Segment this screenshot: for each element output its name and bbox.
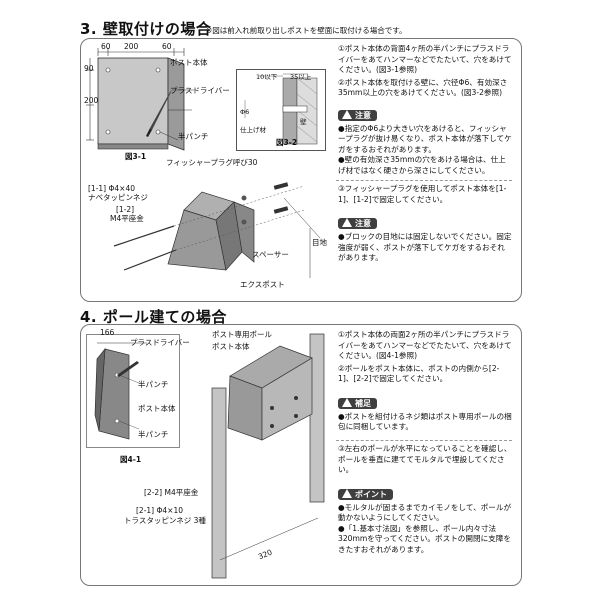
label-screw-2-1: [2-1] Φ4×10 xyxy=(136,506,183,515)
point-item-1: ●モルタルが固まるまでカイモノをして、ポールが動かないようにしてください。 xyxy=(338,502,512,523)
section4-instructions-2: ③左右のポールが水平になっていることを確認し、ポールを垂直に建ててモルタルで埋設… xyxy=(338,444,512,555)
pole-assembly-drawing xyxy=(211,333,325,579)
figure-3-1-drawing xyxy=(86,48,194,151)
label-10-or-less: 10以下 xyxy=(256,73,278,81)
fig-3-1-caption: 図3-1 xyxy=(125,152,147,161)
divider-4 xyxy=(336,440,512,441)
section3-instructions: ①ポスト本体の背面4ヶ所の半パンチにプラスドライバーをあてハンマーなどでたたいて… xyxy=(338,44,512,176)
warning-icon xyxy=(342,109,352,119)
label-35-or-more: 35以上 xyxy=(290,73,312,81)
step-3-1: ①ポスト本体の背面4ヶ所の半パンチにプラスドライバーをあてハンマーなどでたたいて… xyxy=(338,44,512,74)
figure-4-1-drawing xyxy=(94,342,147,440)
dim-200-vertical: 200 xyxy=(84,96,99,105)
label-washer-2-2: [2-2] M4平座金 xyxy=(144,488,199,497)
label-post-body-4: ポスト本体 xyxy=(138,404,176,413)
caution-header-2: 注意 xyxy=(338,218,377,229)
warning-icon xyxy=(342,218,352,227)
caution-header-1: 注意 xyxy=(338,109,377,121)
label-screw-1-1: [1-1] Φ4×40 xyxy=(88,184,135,193)
figure-4-1-frame xyxy=(86,334,180,448)
dim-60-left: 60 xyxy=(101,42,111,51)
fig-4-1-caption: 図4-1 xyxy=(120,455,142,464)
section3-instructions-2: ③フィッシャープラグを使用してポスト本体を[1-1]、[1-2]で固定してくださ… xyxy=(338,184,512,264)
section4-title: 4. ポール建ての場合 xyxy=(80,308,227,326)
step-3-2: ②ポスト本体を取付ける壁に、穴径Φ6、有効深さ35mm以上の穴をあけてください。… xyxy=(338,77,508,98)
label-expost: エクスポスト xyxy=(240,280,285,289)
label-phi6: Φ6 xyxy=(240,108,250,116)
point-item-2: ●「1.基本寸法図」を参照し、ポール内々寸法320mmを守ってください。ポストの… xyxy=(338,523,511,554)
dim-166: 166 xyxy=(100,328,115,337)
dim-90: 90 xyxy=(84,64,94,73)
dim-60-right: 60 xyxy=(162,42,172,51)
label-spacer: スペーサー xyxy=(252,250,289,259)
figure-3-2-drawing xyxy=(244,73,318,145)
caution-1-item-2: ●壁の有効深さ35mmの穴をあける場合は、仕上げ材ではなく硬さから深さにしてくだ… xyxy=(338,155,506,175)
label-plus-driver-4: プラスドライバー xyxy=(130,338,190,347)
pencil-icon xyxy=(342,397,352,407)
fig-3-2-caption: 図3-2 xyxy=(276,138,298,147)
wrench-icon xyxy=(342,488,352,498)
label-pole: ポスト専用ポール xyxy=(212,330,272,339)
dim-200: 200 xyxy=(124,42,139,51)
label-wall: 壁 xyxy=(300,118,307,126)
label-half-punch: 半パンチ xyxy=(178,132,209,141)
point-header: ポイント xyxy=(338,488,393,500)
supplement-header: 補足 xyxy=(338,397,377,409)
section4-instructions: ①ポスト本体の両面2ヶ所の半パンチにプラスドライバーをあてハンマーなどでたたいて… xyxy=(338,330,512,433)
supplement-item-1: ●ポストを組付けるネジ類はポスト専用ポールの梱包に同梱しています。 xyxy=(338,411,512,432)
label-post-body-pole: ポスト本体 xyxy=(212,342,250,351)
section3-title: 3. 壁取付けの場合 xyxy=(80,20,212,38)
label-post-body: ポスト本体 xyxy=(170,58,208,67)
step-4-2: ②ポールをポスト本体に、ポストの内側から[2-1]、[2-2]で固定してください… xyxy=(338,363,500,384)
label-half-punch-4a: 半パンチ xyxy=(138,380,169,389)
label-half-punch-4b: 半パンチ xyxy=(138,430,169,439)
label-screw-1-1-type: ナベタッピンネジ xyxy=(88,193,148,202)
step-4-3: ③左右のポールが水平になっていることを確認し、ポールを垂直に建ててモルタルで埋設… xyxy=(338,444,512,474)
label-screw-2-1-type: トラスタッピンネジ 3種 xyxy=(124,516,206,525)
caution-1-item-1: ●指定のΦ6より大きい穴をあけると、フィッシャープラグが抜け易くなり、ポスト本体… xyxy=(338,123,512,154)
label-plus-driver: プラスドライバー xyxy=(170,86,230,95)
figure-3-2-frame xyxy=(236,69,326,151)
divider xyxy=(336,180,512,181)
label-joint: 目地 xyxy=(312,238,327,247)
step-4-1: ①ポスト本体の両面2ヶ所の半パンチにプラスドライバーをあてハンマーなどでたたいて… xyxy=(338,330,512,360)
label-finish-material: 仕上げ材 xyxy=(240,126,266,134)
label-washer-1-2-type: M4平座金 xyxy=(110,214,144,223)
label-fisher-plug: フィッシャープラグ呼び30 xyxy=(166,158,258,167)
caution-2-item-1: ●ブロックの目地には固定しないでください。固定強度が弱く、ポストが落下してケガを… xyxy=(338,232,512,262)
step-3-3: ③フィッシャープラグを使用してポスト本体を[1-1]、[1-2]で固定してくださ… xyxy=(338,184,507,204)
wall-mount-assembly-drawing xyxy=(113,182,321,278)
label-washer-1-2: [1-2] xyxy=(116,205,135,214)
section3-note: ※図は前入れ前取り出しポストを壁面に取付ける場合です。 xyxy=(206,26,407,35)
